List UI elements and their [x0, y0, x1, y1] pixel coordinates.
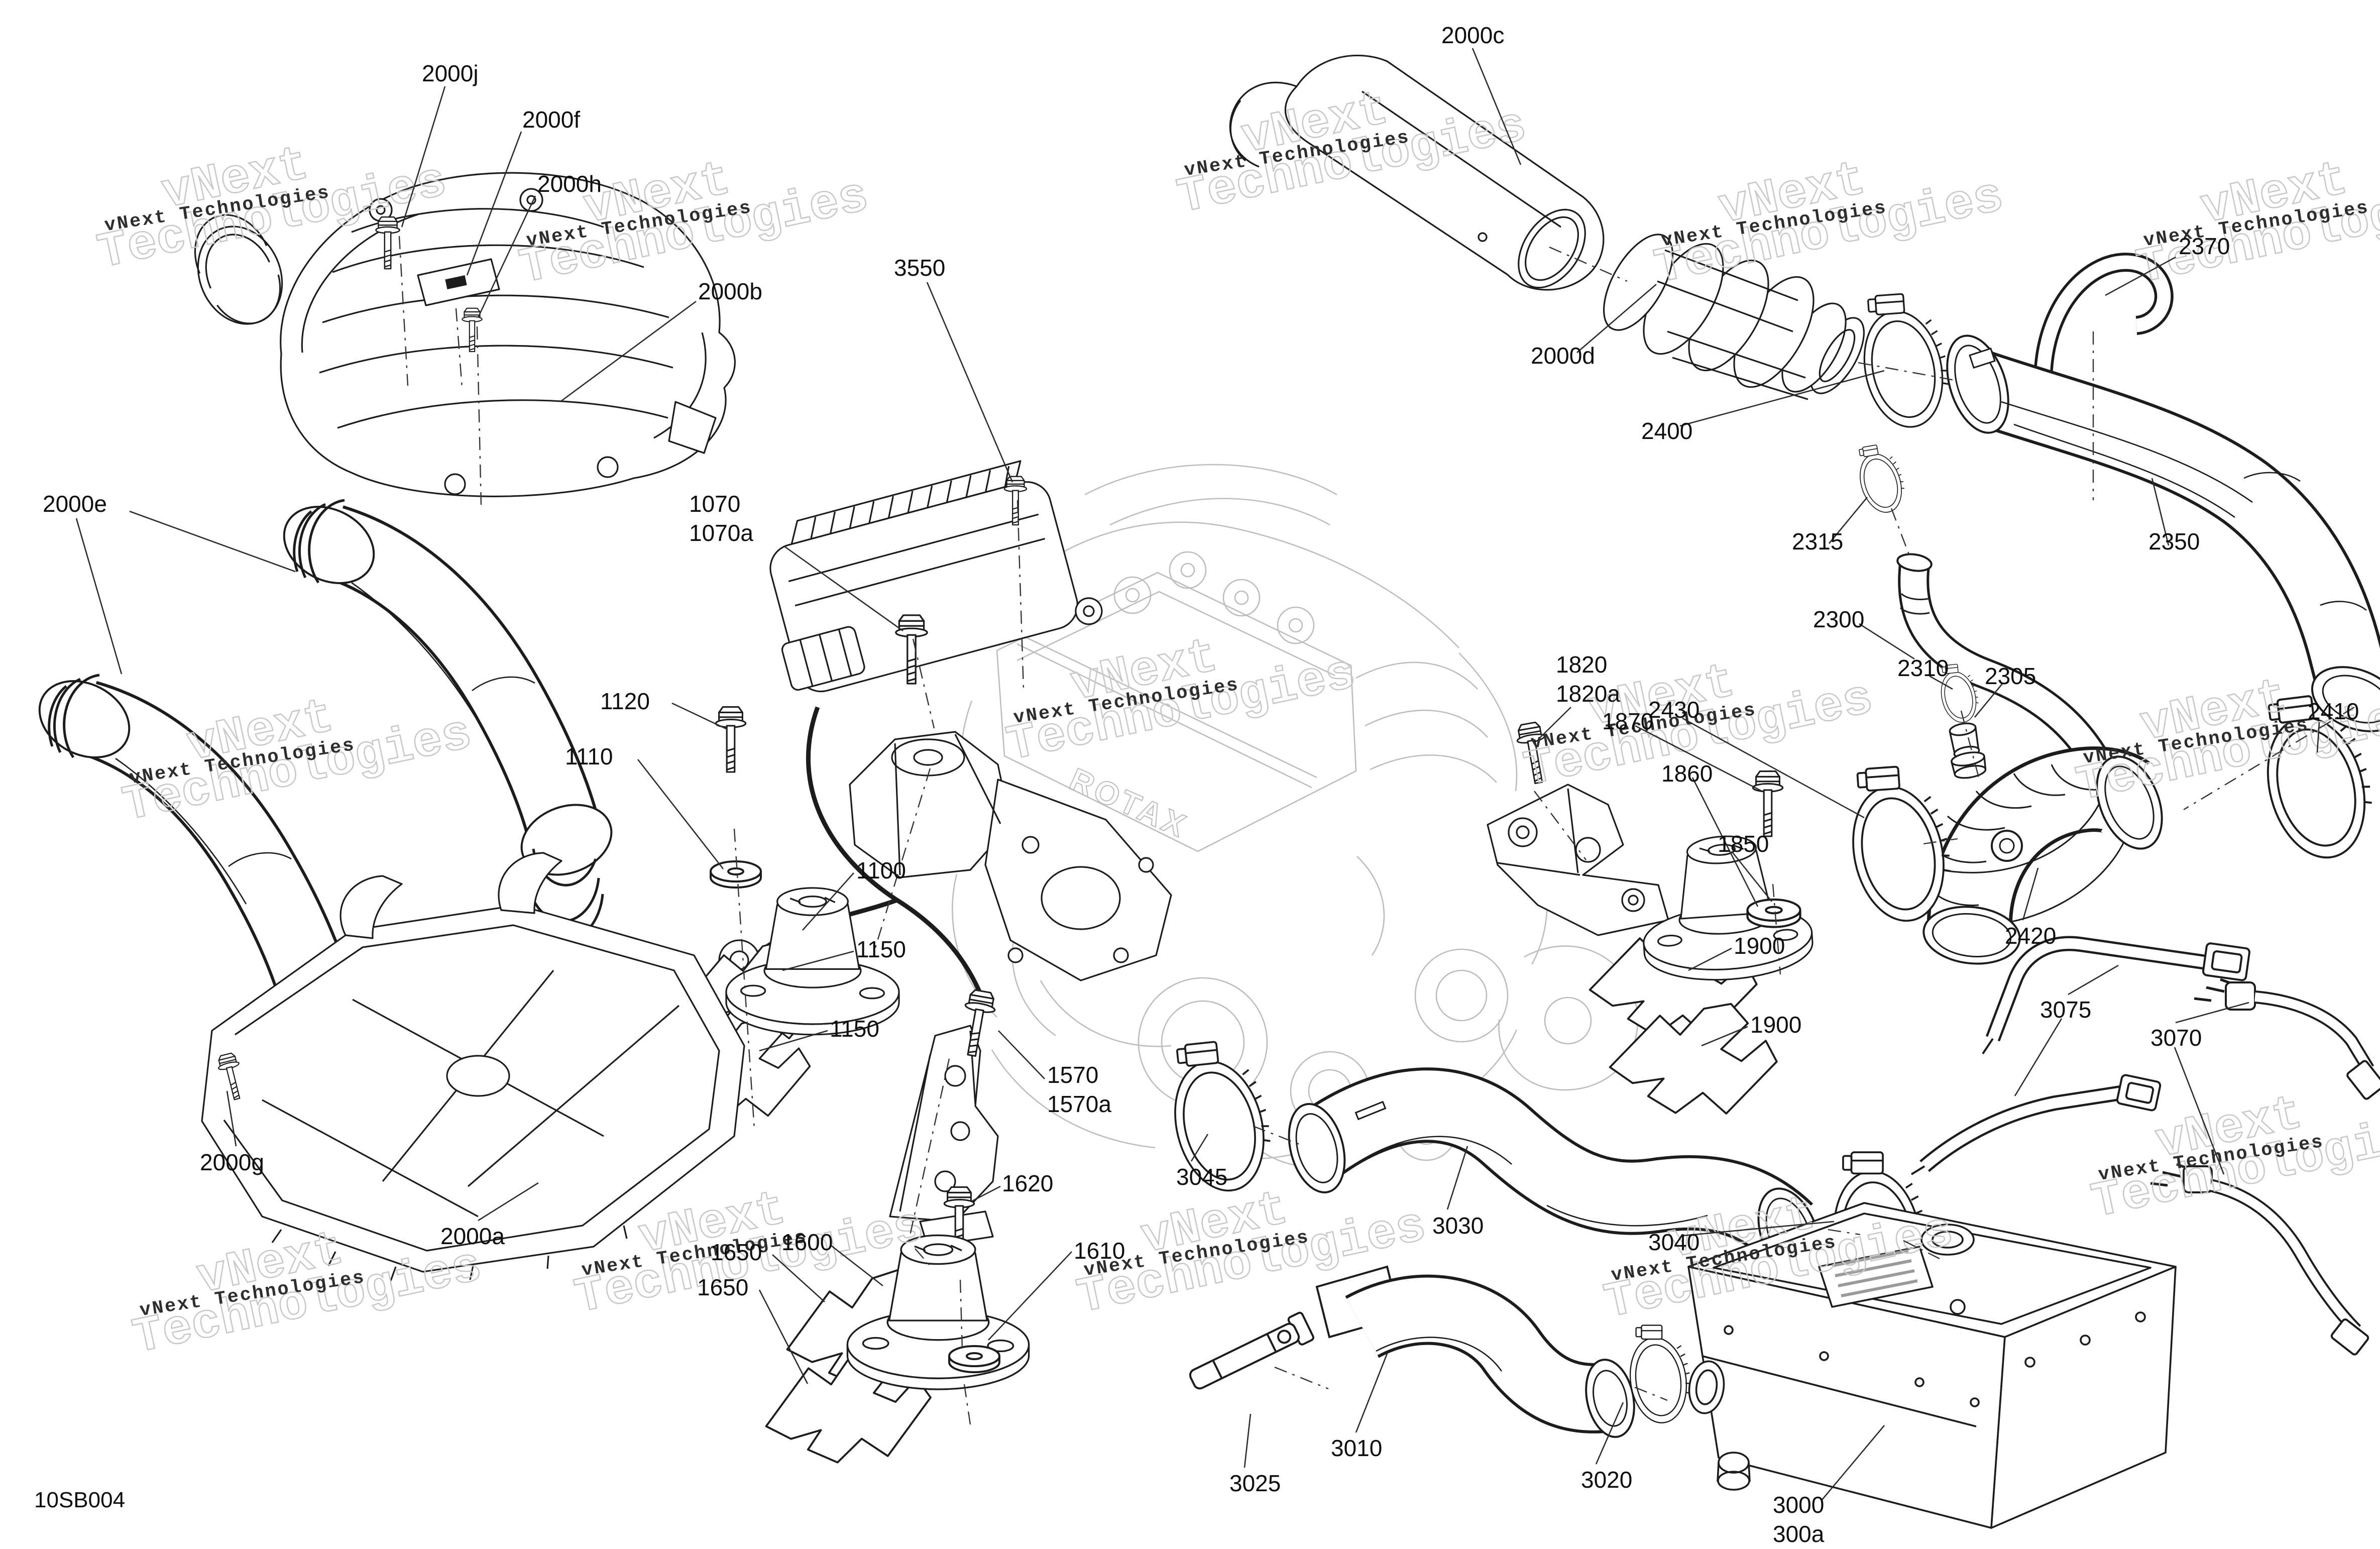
leader-line-1900b [1701, 1026, 1748, 1047]
airbox-bottom-drawing [201, 852, 745, 1281]
leader-line-2000h [477, 195, 536, 318]
assembly-axis-line-1570 [915, 1248, 931, 1266]
leader-line-2310 [1929, 675, 1953, 690]
leader-line-3030 [1446, 1146, 1468, 1210]
assembly-axis-line-1820 [1534, 791, 1586, 860]
leader-line-1570 [998, 1030, 1045, 1079]
assembly-axis-line-2410 [2183, 706, 2355, 811]
assembly-axis-line-2315 [1890, 508, 1910, 556]
leader-line-3075 [2068, 964, 2119, 995]
assembly-axis-line-2000h [476, 326, 482, 505]
leader-line-1850 [1731, 851, 1773, 902]
leader-line-1120 [671, 702, 728, 730]
assembly-axis-line-2310 [1960, 710, 1980, 778]
assembly-axis-line-3550 [1016, 500, 1025, 690]
leader-line-2300 [1859, 623, 1915, 660]
leader-line-1100 [802, 872, 854, 931]
airbox-top-drawing [194, 172, 736, 497]
strap-3075-drawing [1910, 936, 2250, 1175]
assembly-axis-line-2000c [1549, 246, 1628, 282]
leader-line-2350 [2151, 478, 2170, 546]
leader-line-1620 [971, 1185, 1001, 1202]
assembly-axis-line-1870 [1772, 883, 1781, 975]
assembly-axis-line-1570 [908, 1058, 950, 1240]
leader-line-1110 [637, 759, 724, 869]
leader-line-1900a [1688, 947, 1732, 971]
assembly-axis-line-1620 [963, 1384, 971, 1425]
assembly-axis-line-3045 [1253, 1125, 1302, 1146]
leader-line-3020 [1595, 1402, 1624, 1465]
leader-line-2000a [478, 1182, 539, 1222]
strap-3070-drawing [2150, 978, 2380, 1356]
leader-line-2370 [2105, 256, 2176, 296]
mount-cluster-lower-drawing [760, 988, 1030, 1469]
leader-line-1650b [758, 1289, 809, 1384]
bellows-2000d-drawing [1603, 234, 1865, 400]
leader-line-2000d [1576, 284, 1657, 353]
leader-line-2000b [561, 300, 697, 402]
leader-line-3070 [2175, 1002, 2249, 1024]
leader-line-3040 [1683, 1221, 1835, 1237]
leader-line-2000g [226, 1090, 237, 1147]
mount-cluster-rear-drawing [1487, 720, 1816, 1121]
leader-line-3550 [926, 282, 1013, 483]
assembly-axis-line-3020 [1634, 1386, 1668, 1401]
leader-line-1650a [772, 1254, 825, 1302]
leader-line-2000c [1471, 48, 1522, 165]
leader-line-3025 [1243, 1413, 1252, 1468]
leader-line-2315 [1828, 497, 1868, 544]
leader-line-2420 [2022, 867, 2039, 921]
mount-cluster-front-drawing [660, 614, 1172, 1120]
leader-line-1610 [988, 1251, 1072, 1341]
assembly-axis-line-1070 [874, 768, 931, 950]
leader-line-1150a [782, 950, 854, 971]
leader-line-2410 [2316, 722, 2320, 753]
assembly-axis-line-1120 [733, 828, 755, 1130]
resonator-3000-drawing [1687, 1202, 2177, 1529]
leader-line-2305 [1974, 683, 2004, 718]
leader-line-3010 [1355, 1353, 1388, 1433]
leader-line-1870 [1635, 725, 1762, 792]
leader-line-1070 [784, 545, 903, 632]
leader-line-2400 [1679, 370, 1885, 427]
leader-line-1820 [1539, 707, 1571, 739]
duct-3010-drawing [1315, 1265, 1635, 1438]
hook-2370-drawing [2033, 253, 2174, 425]
assembly-axis-line-2430 [1923, 838, 1958, 845]
leader-line-3070 [2174, 1047, 2225, 1175]
clamp-3025-drawing [1189, 1311, 1314, 1390]
leader-line-2000e [129, 510, 296, 573]
leader-line-2000f [466, 131, 522, 276]
assembly-axis-line-3040 [1903, 1240, 1940, 1260]
assembly-axis-line-3025 [1274, 1366, 1329, 1390]
assembly-axis-line-1620 [959, 1279, 963, 1350]
sheet-code: 10SB004 [34, 1488, 126, 1512]
assembly-axis-line-2000j [398, 236, 409, 386]
leader-line-1600 [831, 1245, 883, 1287]
hose-2350-drawing [1946, 335, 2380, 732]
leader-line-2000e [75, 518, 123, 675]
assembly-axis-line-2000d [1858, 362, 1958, 382]
intake-tube-2000c-drawing [1229, 54, 1605, 291]
leader-line-3000 [1822, 1425, 1885, 1500]
leader-line-1860 [1691, 777, 1759, 907]
assembly-axis-line-2000f [455, 308, 463, 388]
leader-line-2430 [1682, 717, 1865, 819]
assembly-axis-line-1070 [912, 638, 935, 729]
leader-line-3075 [2014, 1018, 2063, 1096]
elbow-2420-drawing [1922, 746, 2163, 965]
leader-line-1150b [759, 1030, 828, 1052]
leader-line-3045 [1190, 1134, 1209, 1162]
leader-line-2000j [401, 86, 446, 228]
assembly-axis-line-3040 [1828, 1229, 1861, 1236]
